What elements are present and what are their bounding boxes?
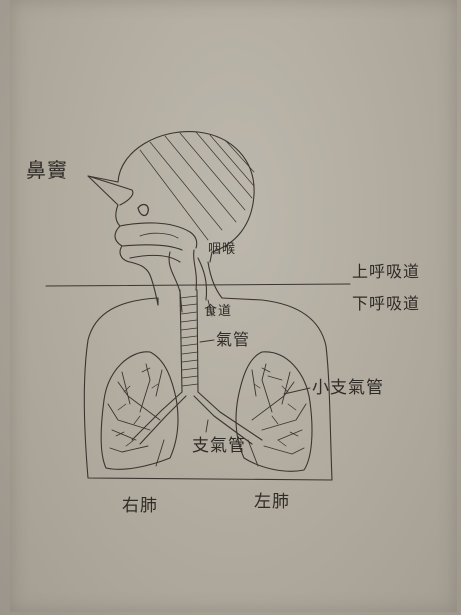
label-right-lung: 右肺 — [122, 496, 158, 516]
nasal-cavity — [120, 223, 197, 248]
pharynx — [169, 250, 196, 312]
left-lung-outline — [236, 352, 312, 471]
eye — [138, 205, 148, 216]
pointer-bronchus — [206, 420, 208, 432]
label-bronchioles: 小支氣管 — [312, 378, 384, 398]
esophagus — [198, 258, 207, 300]
label-lower-airway: 下呼吸道 — [352, 294, 420, 314]
neck-right — [208, 262, 222, 298]
trachea-right — [197, 290, 198, 392]
tongue — [140, 233, 178, 238]
right-lung-outline — [101, 352, 178, 469]
airway-divider-line — [46, 284, 350, 286]
label-left-lung: 左肺 — [254, 492, 290, 512]
oral-cavity — [122, 245, 182, 262]
label-esophagus: 食道 — [204, 304, 232, 320]
pointer-trachea — [200, 340, 214, 342]
trachea-rings — [180, 296, 198, 386]
label-pharynx-larynx: 咽喉 — [208, 242, 236, 258]
label-trachea: 氣管 — [216, 330, 250, 350]
hair-hatching — [140, 132, 254, 240]
left-lung-branches — [248, 364, 306, 466]
label-nasal-cavity: 鼻竇 — [26, 158, 68, 182]
label-bronchus: 支氣管 — [192, 436, 246, 456]
right-lung-branches — [108, 364, 164, 466]
label-upper-airway: 上呼吸道 — [352, 262, 420, 282]
